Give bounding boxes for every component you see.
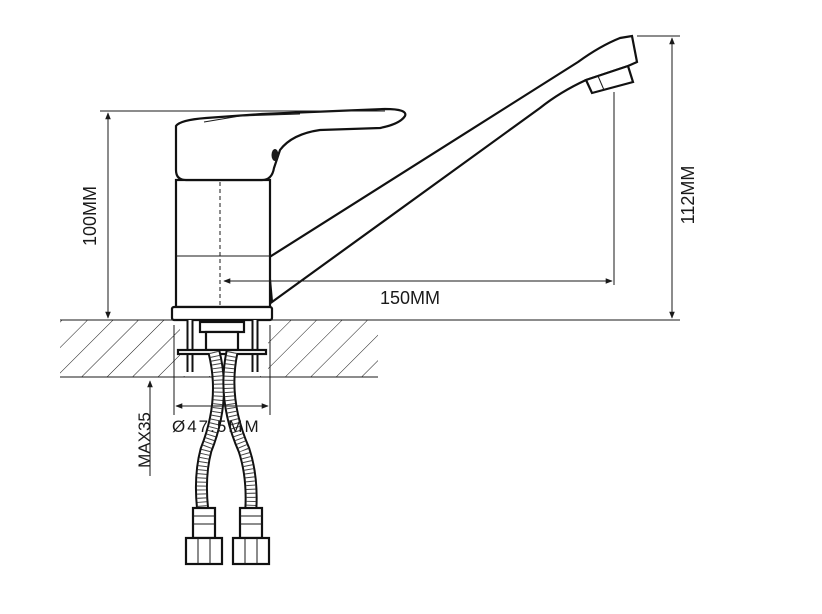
faucet-body	[174, 178, 272, 309]
lever-handle	[174, 107, 407, 182]
mounting-hardware	[176, 320, 268, 372]
dimension-diameter: Ø47.5MM	[172, 325, 271, 436]
spout	[266, 34, 639, 305]
flex-hoses	[184, 350, 271, 566]
base-flange	[170, 305, 274, 322]
dim-label-100mm: 100MM	[80, 186, 100, 246]
dimension-150mm: 150MM	[223, 92, 615, 308]
dimension-100mm: 100MM	[80, 110, 385, 321]
dimension-max35: MAX35	[135, 380, 154, 476]
dimension-112mm: 112MM	[272, 35, 698, 321]
dim-label-150mm: 150MM	[380, 288, 440, 308]
dim-label-diameter: Ø47.5MM	[172, 417, 261, 436]
dim-label-max35: MAX35	[135, 412, 154, 468]
dim-label-112mm: 112MM	[678, 166, 698, 225]
